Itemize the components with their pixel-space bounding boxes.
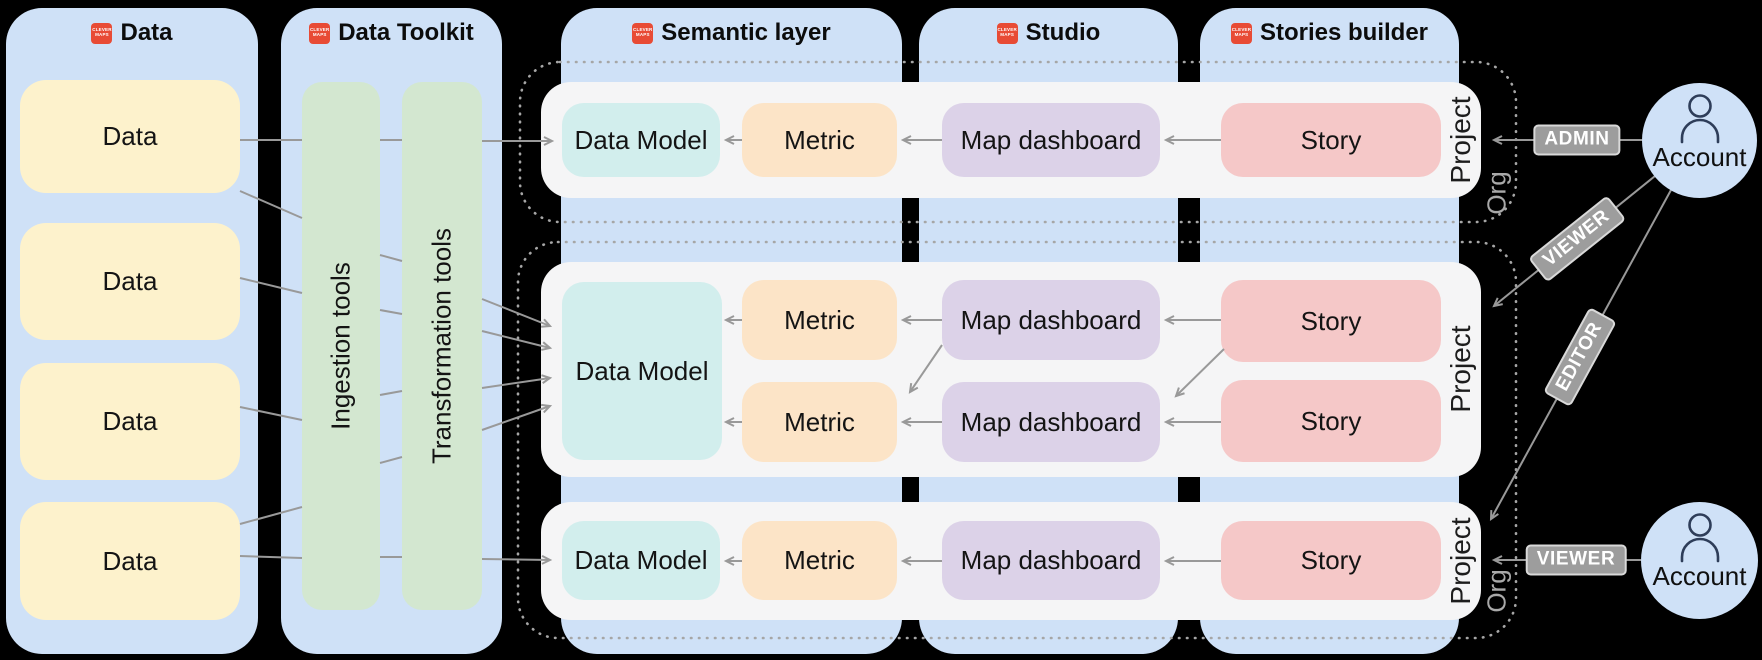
map-dashboard-node-p1: Map dashboard bbox=[942, 103, 1160, 177]
column-title-studio: Studio bbox=[1025, 19, 1101, 46]
story-label: Story bbox=[1300, 545, 1362, 575]
data-model-label: Data Model bbox=[574, 124, 708, 155]
data-model-label: Data Model bbox=[574, 545, 708, 575]
map-dashboard-label: Map dashboard bbox=[960, 124, 1142, 155]
map-dashboard-node-p2b: Map dashboard bbox=[942, 382, 1160, 462]
data-source-node-1: Data bbox=[20, 80, 240, 193]
project-label-3: Project bbox=[1445, 517, 1476, 605]
project-label-1: Project bbox=[1445, 96, 1476, 184]
account-label: Account bbox=[1652, 142, 1747, 172]
story-label: Story bbox=[1300, 405, 1362, 436]
role-badge-admin: ADMIN bbox=[1533, 124, 1621, 156]
data-source-label: Data bbox=[102, 406, 158, 436]
story-node-p1: Story bbox=[1221, 103, 1441, 177]
metric-node-p3: Metric bbox=[742, 521, 897, 600]
story-node-p2a: Story bbox=[1221, 280, 1441, 362]
org-label-2: Org bbox=[1481, 569, 1512, 613]
data-source-node-3: Data bbox=[20, 363, 240, 480]
data-model-label: Data Model bbox=[575, 355, 709, 386]
column-title-stories-builder: Stories builder bbox=[1259, 19, 1429, 46]
account-node-top: Account bbox=[1642, 83, 1757, 198]
data-model-node-p2: Data Model bbox=[562, 282, 722, 460]
map-dashboard-node-p3: Map dashboard bbox=[942, 521, 1160, 600]
column-title-data: Data bbox=[120, 19, 173, 46]
metric-node-p2b: Metric bbox=[742, 382, 897, 462]
role-badge-viewer-bottom: VIEWER bbox=[1525, 544, 1627, 576]
metric-label: Metric bbox=[784, 124, 855, 155]
metric-node-p2a: Metric bbox=[742, 280, 897, 360]
account-label: Account bbox=[1652, 561, 1747, 591]
data-source-label: Data bbox=[102, 266, 158, 296]
data-source-node-4: Data bbox=[20, 502, 240, 620]
story-node-p3: Story bbox=[1221, 521, 1441, 600]
role-badge-viewer-top: VIEWER bbox=[1528, 195, 1626, 283]
metric-label: Metric bbox=[784, 545, 855, 575]
user-icon bbox=[1680, 513, 1719, 563]
story-label: Story bbox=[1300, 124, 1362, 155]
story-label: Story bbox=[1300, 305, 1362, 336]
metric-label: Metric bbox=[784, 304, 855, 335]
role-badge-editor: EDITOR bbox=[1543, 306, 1617, 408]
account-node-bottom: Account bbox=[1641, 502, 1758, 619]
map-dashboard-label: Map dashboard bbox=[960, 406, 1142, 437]
data-model-node-p3: Data Model bbox=[562, 521, 720, 600]
column-title-data-toolkit: Data Toolkit bbox=[338, 19, 474, 46]
map-dashboard-node-p2a: Map dashboard bbox=[942, 280, 1160, 360]
map-dashboard-label: Map dashboard bbox=[960, 304, 1142, 335]
ingestion-tools-label: Ingestion tools bbox=[325, 262, 356, 430]
metric-node-p1: Metric bbox=[742, 103, 897, 177]
ingestion-tools-bar bbox=[302, 82, 380, 610]
data-source-label: Data bbox=[102, 545, 158, 576]
transformation-tools-bar bbox=[402, 82, 482, 610]
user-icon bbox=[1680, 94, 1719, 144]
org-label-1: Org bbox=[1481, 171, 1512, 215]
data-source-label: Data bbox=[102, 121, 158, 151]
transformation-tools-label: Transformation tools bbox=[426, 227, 457, 465]
map-dashboard-label: Map dashboard bbox=[960, 545, 1142, 575]
project-label-2: Project bbox=[1445, 325, 1476, 413]
column-title-semantic-layer: Semantic layer bbox=[661, 19, 831, 46]
data-source-node-2: Data bbox=[20, 223, 240, 340]
story-node-p2b: Story bbox=[1221, 380, 1441, 462]
metric-label: Metric bbox=[784, 406, 855, 437]
data-model-node-p1: Data Model bbox=[562, 103, 720, 177]
